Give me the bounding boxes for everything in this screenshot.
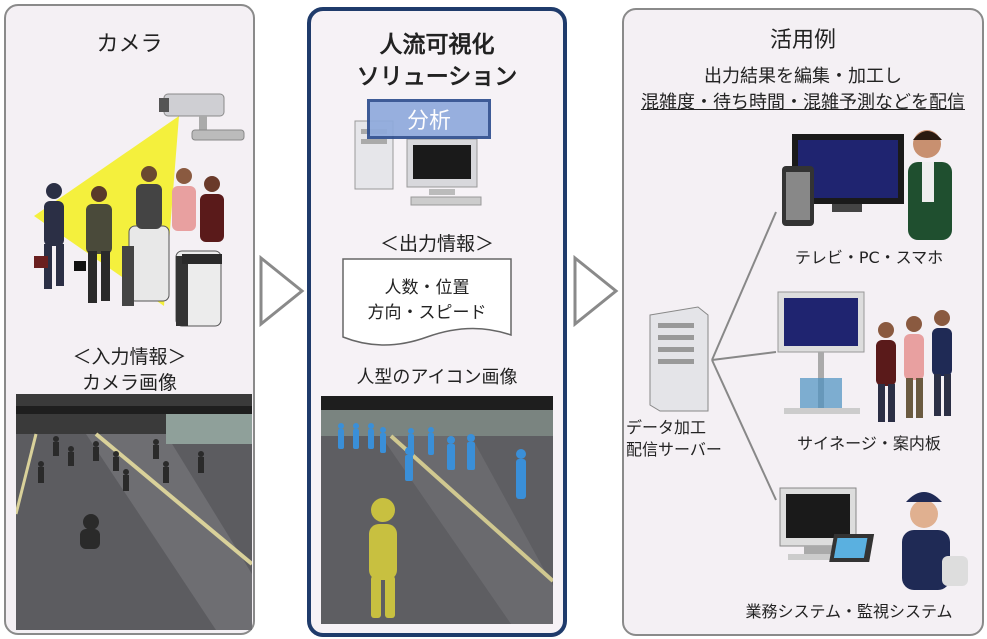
output-info-line1: 人数・位置 <box>384 278 470 298</box>
usecase-panel-title: 活用例 <box>769 28 836 53</box>
server-label-line2: 配信サーバー <box>626 440 722 459</box>
target-business-monitoring-label: 業務システム・監視システム <box>745 602 953 621</box>
analysis-label: 分析 <box>367 99 491 139</box>
output-info-document <box>342 258 512 346</box>
analysis-computer-icon <box>354 120 482 206</box>
ticket-gate-icon <box>122 225 222 327</box>
flow-arrow-1 <box>259 255 305 327</box>
usecase-desc-line1: 出力結果を編集・加工し <box>704 66 902 87</box>
target-signage-label: サイネージ・案内板 <box>797 434 941 453</box>
usecase-panel: 活用例 出力結果を編集・加工し 混雑度・待ち時間・混雑予測などを配信 データ加工… <box>622 8 984 636</box>
camera-gate-illustration <box>34 93 245 327</box>
usecase-desc-line2: 混雑度・待ち時間・混雑予測などを配信 <box>641 92 965 113</box>
people-walking-icon <box>34 166 224 303</box>
solution-title-line1: 人流可視化 <box>379 32 495 58</box>
output-info-heading: ＜出力情報＞ <box>379 233 494 255</box>
icon-image <box>321 396 553 624</box>
tv-pc-smartphone-icon <box>782 130 952 240</box>
monitoring-system-icon <box>779 487 968 590</box>
person-icon-yellow <box>369 498 397 618</box>
camera-image <box>16 394 252 630</box>
solution-title-line2: ソリューション <box>356 64 518 90</box>
camera-panel-title: カメラ <box>96 32 163 57</box>
icon-image-label: 人型のアイコン画像 <box>356 367 518 388</box>
input-info-heading: ＜入力情報＞ <box>72 346 187 368</box>
target-tv-pc-smartphone-label: テレビ・PC・スマホ <box>794 248 944 267</box>
server-label-line1: データ加工 <box>626 418 707 437</box>
input-info-subheading: カメラ画像 <box>81 372 177 394</box>
output-info-line2: 方向・スピード <box>367 303 487 323</box>
camera-panel: カメラ ＜入力情報＞ <box>4 4 255 635</box>
flow-arrow-2 <box>573 255 619 327</box>
server-icon <box>649 306 709 412</box>
signage-board-icon <box>777 291 952 422</box>
person-icon-blue <box>338 423 526 499</box>
distribution-connectors <box>711 211 777 501</box>
solution-panel: 人流可視化 ソリューション 分析 ＜出力情報＞ 人数・位置 方向・スピード 人型… <box>307 7 567 637</box>
security-camera-icon <box>159 93 245 141</box>
